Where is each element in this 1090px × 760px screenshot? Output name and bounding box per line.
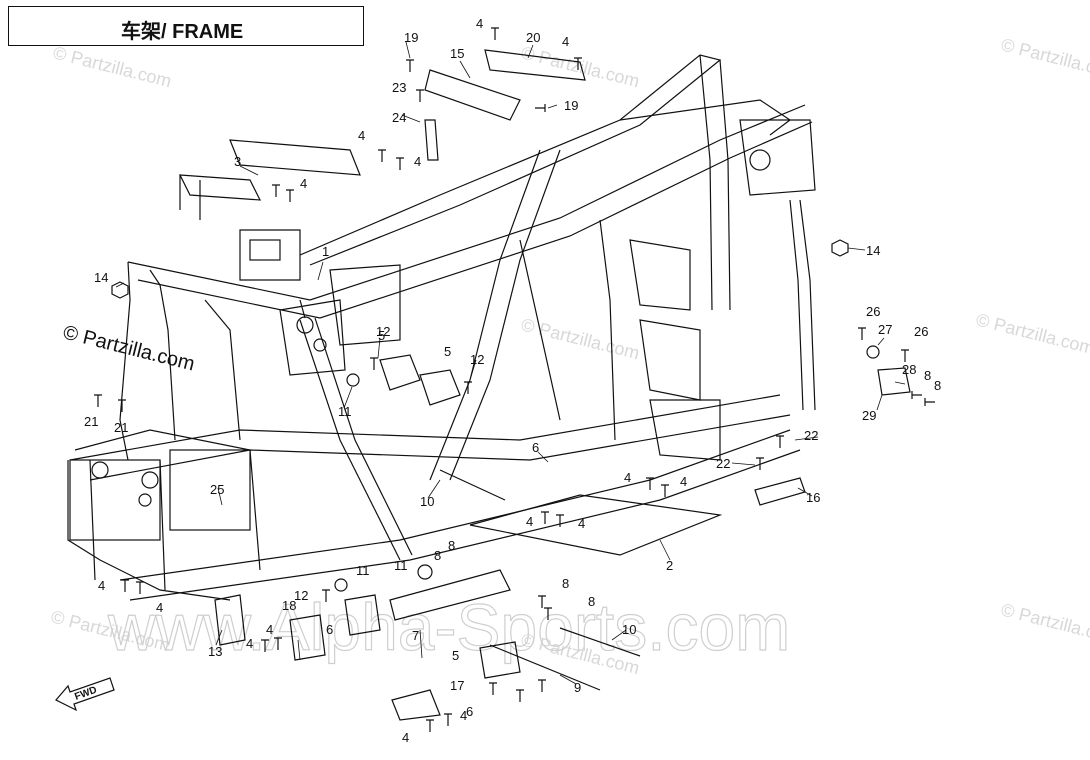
callout-4-b: 4 (562, 34, 569, 49)
callout-4-d: 4 (414, 154, 421, 169)
watermark-top-right: © Partzilla.com (999, 34, 1090, 83)
frame-drawing (67, 27, 935, 732)
watermark-layer: © Partzilla.com © Partzilla.com © Partzi… (49, 34, 1090, 678)
callout-7: 7 (412, 628, 419, 643)
callout-5-b: 5 (444, 344, 451, 359)
callout-20: 20 (526, 30, 540, 45)
callout-19-a: 19 (404, 30, 418, 45)
callout-4-o: 4 (402, 730, 409, 745)
callout-9: 9 (574, 680, 581, 695)
callout-11-a: 11 (338, 404, 352, 419)
watermark-alpha-sports: www.Alpha-Sports.com (107, 590, 790, 664)
callout-19-b: 19 (564, 98, 578, 113)
callout-2: 2 (666, 558, 673, 573)
callout-4-j: 4 (98, 578, 105, 593)
callout-23: 23 (392, 80, 406, 95)
callout-4-k: 4 (156, 600, 163, 615)
callout-14-b: 14 (866, 243, 880, 258)
callout-4-c: 4 (358, 128, 365, 143)
callout-24: 24 (392, 110, 406, 125)
callout-labels: 1 2 3 4 4 4 4 4 4 4 4 4 4 4 4 4 4 4 5 5 … (84, 16, 941, 745)
callout-14-a: 14 (94, 270, 108, 285)
callout-6-b: 6 (326, 622, 333, 637)
callout-22-a: 22 (804, 428, 818, 443)
callout-6-a: 6 (532, 440, 539, 455)
callout-17: 17 (450, 678, 464, 693)
callout-28: 28 (902, 362, 916, 377)
callout-10-a: 10 (420, 494, 434, 509)
callout-18: 18 (282, 598, 296, 613)
callout-25: 25 (210, 482, 224, 497)
callout-5-a: 5 (378, 328, 385, 343)
callout-1: 1 (322, 244, 329, 259)
callout-3: 3 (234, 154, 241, 169)
callout-11-c: 11 (356, 563, 370, 578)
callout-8-f: 8 (934, 378, 941, 393)
callout-26-b: 26 (914, 324, 928, 339)
callout-16: 16 (806, 490, 820, 505)
callout-10-b: 10 (622, 622, 636, 637)
callout-12-a: 12 (376, 324, 390, 339)
callout-4-l: 4 (266, 622, 273, 637)
callout-6-c: 6 (466, 704, 473, 719)
callout-5-c: 5 (452, 648, 459, 663)
callout-29: 29 (862, 408, 876, 423)
fwd-arrow: FWD (55, 677, 115, 712)
callout-8-b: 8 (448, 538, 455, 553)
watermark-top-left: © Partzilla.com (51, 42, 174, 91)
callout-11-b: 11 (394, 558, 408, 573)
callout-15: 15 (450, 46, 464, 61)
copyright-partzilla: © Partzilla.com (61, 322, 197, 376)
title-box: 车架/ FRAME (8, 6, 364, 46)
callout-4-n: 4 (460, 708, 467, 723)
callout-4-a: 4 (476, 16, 483, 31)
watermark-bottom-right: © Partzilla.com (999, 599, 1090, 648)
callout-8-d: 8 (588, 594, 595, 609)
callout-26-a: 26 (866, 304, 880, 319)
callout-12-b: 12 (470, 352, 484, 367)
callout-21-a: 21 (84, 414, 98, 429)
watermark-top-mid: © Partzilla.com (519, 42, 642, 91)
callout-4-h: 4 (526, 514, 533, 529)
callout-8-a: 8 (434, 548, 441, 563)
diagram-title: 车架/ FRAME (121, 21, 244, 43)
watermark-mid-right: © Partzilla.com (974, 309, 1090, 358)
callout-21-b: 21 (114, 420, 128, 435)
callout-8-e: 8 (924, 368, 931, 383)
callout-4-m: 4 (246, 636, 253, 651)
callout-8-c: 8 (562, 576, 569, 591)
callout-12-c: 12 (294, 588, 308, 603)
callout-27: 27 (878, 322, 892, 337)
callout-4-i: 4 (578, 516, 585, 531)
callout-4-e: 4 (300, 176, 307, 191)
callout-22-b: 22 (716, 456, 730, 471)
callout-4-f: 4 (624, 470, 631, 485)
callout-4-g: 4 (680, 474, 687, 489)
callout-13: 13 (208, 644, 222, 659)
watermark-mid-center: © Partzilla.com (519, 314, 642, 363)
